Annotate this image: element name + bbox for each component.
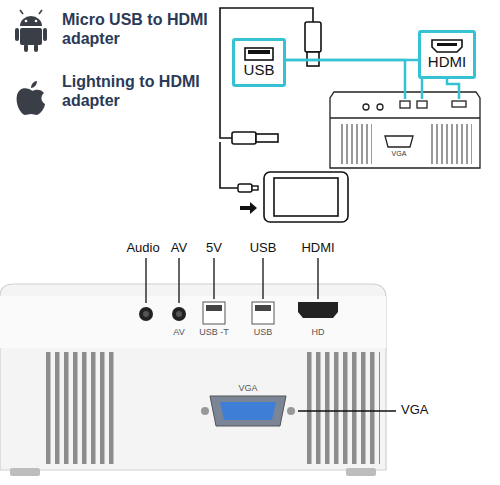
callout-label: USB bbox=[244, 62, 275, 79]
android-icon bbox=[15, 10, 47, 52]
apple-icon bbox=[17, 81, 45, 115]
projector-rear bbox=[0, 284, 386, 476]
port-print: VGA bbox=[392, 150, 407, 158]
port-name: 5V bbox=[206, 241, 222, 256]
port-name: USB bbox=[250, 241, 277, 256]
projector-small bbox=[330, 92, 480, 168]
port-print: VGA bbox=[238, 383, 257, 393]
adapter-note: Micro USB to HDMI adapter bbox=[62, 10, 212, 48]
port-name: VGA bbox=[401, 403, 428, 418]
port-name: HDMI bbox=[301, 241, 334, 256]
callout-box: USB bbox=[232, 38, 286, 87]
port-print: USB -T bbox=[199, 327, 229, 337]
port-print: HD bbox=[312, 327, 325, 337]
port-print: AV bbox=[173, 327, 184, 337]
port-print: USB bbox=[254, 327, 273, 337]
port-name: Audio bbox=[126, 241, 159, 256]
port-name: AV bbox=[171, 241, 187, 256]
smartphone bbox=[264, 172, 348, 222]
usb-plug bbox=[232, 132, 278, 144]
adapter-cable bbox=[220, 8, 313, 188]
port-icon bbox=[242, 46, 276, 62]
micro-usb-plug bbox=[238, 184, 258, 192]
port-icon bbox=[430, 38, 464, 54]
callout-label: HDMI bbox=[428, 54, 466, 71]
direction-arrow bbox=[240, 202, 257, 214]
adapter-note: Lightning to HDMI adapter bbox=[62, 72, 212, 110]
leader-line bbox=[146, 258, 396, 411]
callout-box: HDMI bbox=[418, 30, 476, 79]
